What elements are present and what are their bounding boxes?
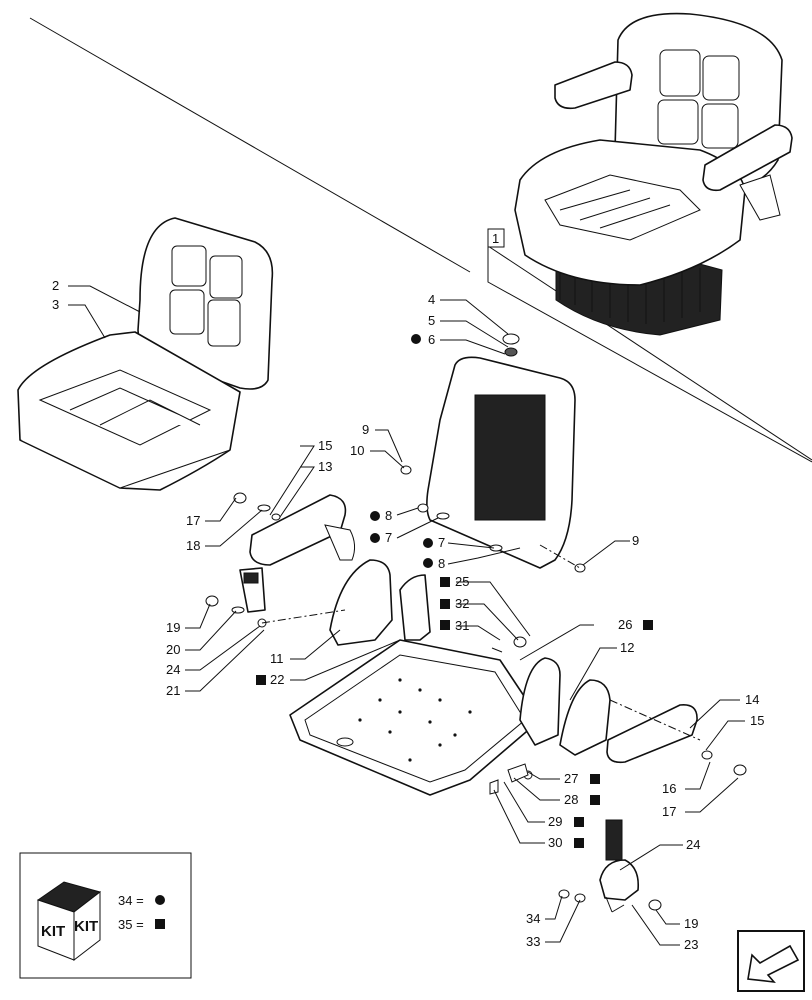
callout-20: 20 — [166, 642, 180, 657]
square-kit-marker — [590, 774, 600, 784]
callout-8: 8 — [438, 556, 445, 571]
belt-webbing — [605, 819, 623, 861]
callout-18: 18 — [186, 538, 200, 553]
callout-24: 24 — [686, 837, 700, 852]
square-kit-marker — [574, 838, 584, 848]
square-kit-marker — [643, 620, 653, 630]
square-kit-marker — [440, 577, 450, 587]
callout-32: 32 — [455, 596, 469, 611]
callout-21: 21 — [166, 683, 180, 698]
square-kit-marker — [440, 599, 450, 609]
seat-base-pan — [289, 639, 541, 796]
complete-seat-assembly — [514, 12, 793, 336]
kit-legend: KIT KIT 34 = 35 = — [19, 852, 192, 979]
circle-kit-marker — [423, 538, 433, 548]
callout-7: 7 — [385, 530, 392, 545]
callout-3: 3 — [52, 297, 59, 312]
leader-lines — [68, 247, 812, 946]
separator-line-lower — [487, 245, 812, 461]
square-kit-marker — [590, 795, 600, 805]
callout-16: 16 — [662, 781, 676, 796]
armrest-left-mount — [324, 524, 356, 561]
bracket-left-22 — [399, 574, 431, 641]
armrest-right-14 — [606, 703, 698, 764]
callout-15: 15 — [318, 438, 332, 453]
grommet-5 — [504, 347, 518, 357]
callout-box-1 — [487, 228, 505, 248]
circle-kit-marker — [155, 895, 165, 905]
bracket-left-11 — [329, 559, 393, 646]
belt-retractor-24 — [599, 859, 640, 901]
circle-kit-marker — [423, 558, 433, 568]
callout-25: 25 — [455, 574, 469, 589]
callout-33: 33 — [526, 934, 540, 949]
callout-2: 2 — [52, 278, 59, 293]
callout-34: 34 — [526, 911, 540, 926]
callout-5: 5 — [428, 313, 435, 328]
callout-19: 19 — [684, 916, 698, 931]
callout-7: 7 — [438, 535, 445, 550]
kit-legend-frame — [19, 852, 192, 979]
callout-24: 24 — [166, 662, 180, 677]
callout-8: 8 — [385, 508, 392, 523]
callout-28: 28 — [564, 792, 578, 807]
circle-kit-marker — [370, 533, 380, 543]
callout-10: 10 — [350, 443, 364, 458]
callout-17: 17 — [186, 513, 200, 528]
callout-26: 26 — [618, 617, 632, 632]
kit-word-left: KIT — [41, 923, 65, 940]
callout-29: 29 — [548, 814, 562, 829]
callout-23: 23 — [684, 937, 698, 952]
separator-line-upper — [29, 17, 471, 273]
alignment-line — [609, 699, 701, 741]
seat-cushion-set — [17, 217, 274, 491]
callout-11: 11 — [270, 651, 284, 666]
callout-15: 15 — [750, 713, 764, 728]
callout-6: 6 — [428, 332, 435, 347]
kit-row-34-label: 34 = — [118, 893, 144, 908]
callout-17: 17 — [662, 804, 676, 819]
square-kit-marker — [256, 675, 266, 685]
callout-27: 27 — [564, 771, 578, 786]
kit-box-icon: KIT KIT — [36, 881, 102, 962]
callout-labels: 2 3 4 5 6 9 10 8 7 7 8 9 15 13 17 18 19 … — [52, 278, 764, 952]
callout-14: 14 — [745, 692, 759, 707]
square-kit-marker — [440, 620, 450, 630]
square-kit-marker — [155, 919, 165, 929]
seat-back-frame — [426, 356, 576, 569]
callout-22: 22 — [270, 672, 284, 687]
square-kit-marker — [574, 817, 584, 827]
bracket-right — [519, 657, 561, 746]
navigation-arrow-icon[interactable] — [737, 930, 805, 992]
cap-4 — [502, 333, 520, 345]
callout-19: 19 — [166, 620, 180, 635]
kit-markers — [256, 334, 653, 848]
callout-4: 4 — [428, 292, 435, 307]
circle-kit-marker — [370, 511, 380, 521]
circle-kit-marker — [411, 334, 421, 344]
alignment-line — [261, 609, 346, 624]
callout-13: 13 — [318, 459, 332, 474]
callout-12: 12 — [620, 640, 634, 655]
callout-30: 30 — [548, 835, 562, 850]
callout-9: 9 — [632, 533, 639, 548]
kit-row-35-label: 35 = — [118, 917, 144, 932]
callout-1: 1 — [492, 231, 499, 246]
bracket-right-12 — [559, 679, 611, 756]
callout-9: 9 — [362, 422, 369, 437]
callout-31: 31 — [455, 618, 469, 633]
kit-word-right: KIT — [74, 918, 98, 935]
alignment-line — [539, 544, 581, 569]
